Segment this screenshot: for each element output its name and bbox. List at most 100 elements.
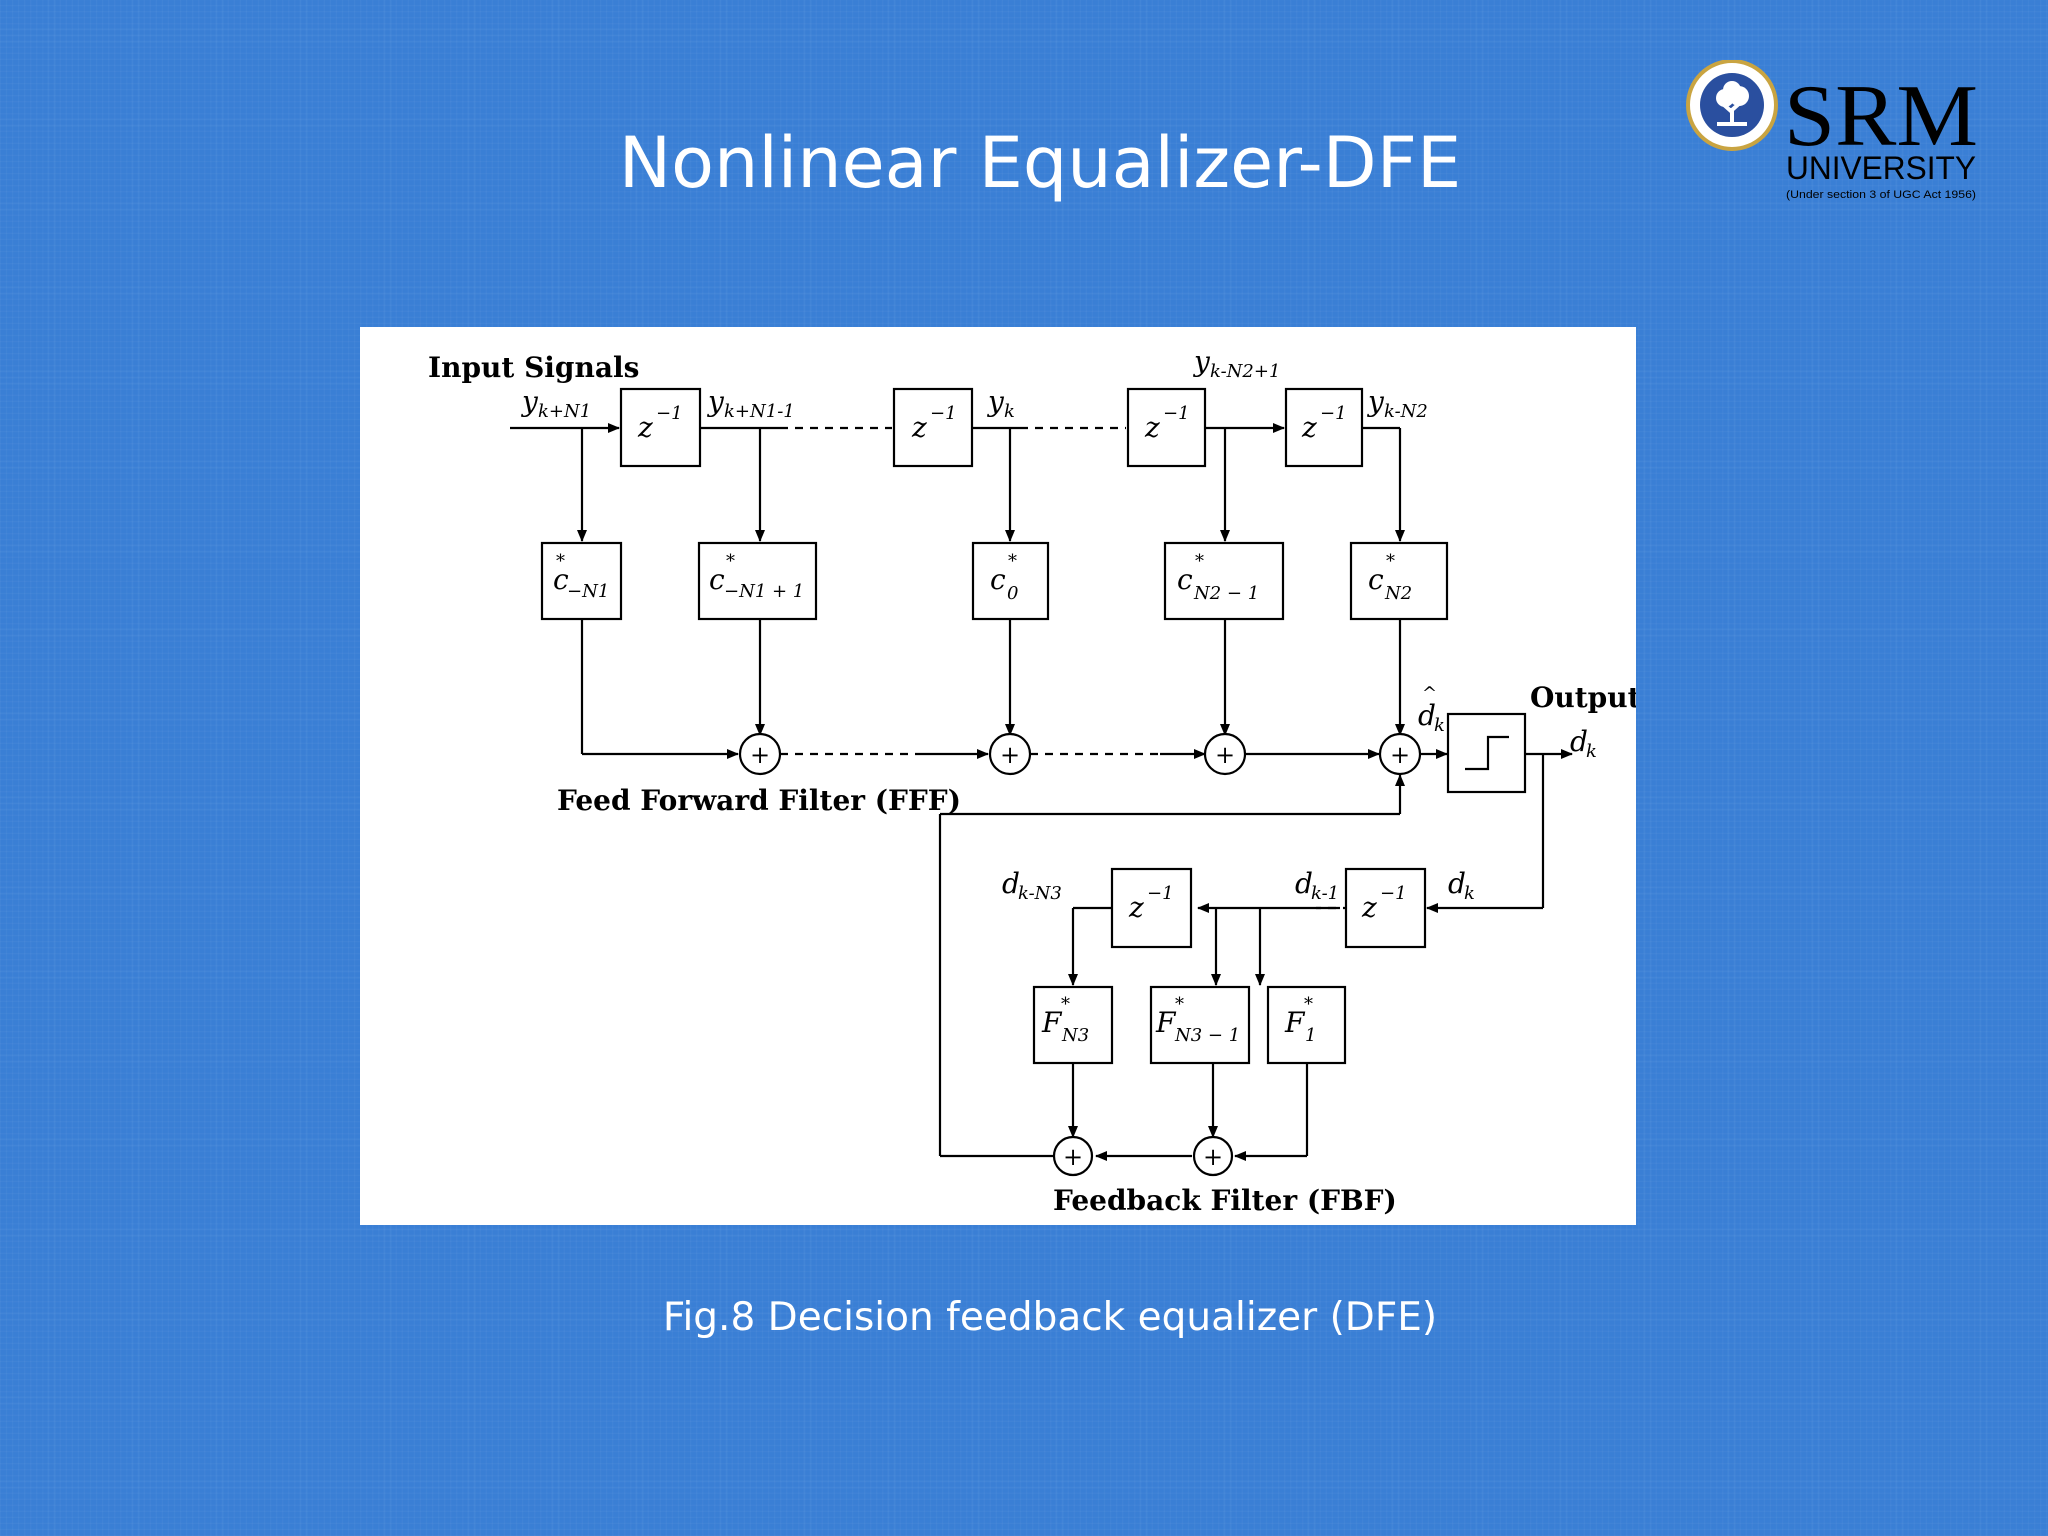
ff-coeff-block: c*N2 − 1 bbox=[1163, 541, 1285, 621]
svg-text:k: k bbox=[1586, 741, 1597, 762]
dfe-diagram-panel: z−1 z−1 z−1 z−1 c*−N1 c*−N1 + 1 c*0 c*N2… bbox=[360, 327, 1641, 1225]
svg-text:*: * bbox=[1304, 994, 1313, 1015]
svg-text:y: y bbox=[986, 385, 1005, 418]
svg-text:−1: −1 bbox=[1380, 883, 1407, 904]
signal-label-d-hat: d^k bbox=[1418, 683, 1445, 736]
fb-coeff-block: F* N3 − 1 bbox=[1149, 985, 1251, 1065]
svg-text:+: + bbox=[1390, 741, 1410, 769]
svg-text:y: y bbox=[1366, 385, 1385, 418]
logo-brand: SRM bbox=[1784, 68, 1978, 165]
signal-label-d-n3: dk-N3 bbox=[1002, 867, 1062, 904]
svg-text:F: F bbox=[1155, 1006, 1177, 1039]
svg-text:z: z bbox=[1128, 891, 1144, 924]
svg-text:−N1 + 1: −N1 + 1 bbox=[724, 581, 804, 602]
svg-text:0: 0 bbox=[1007, 583, 1018, 604]
fff-label: Feed Forward Filter (FFF) bbox=[557, 784, 961, 817]
svg-text:d: d bbox=[1295, 867, 1313, 900]
svg-text:d: d bbox=[1002, 867, 1020, 900]
svg-text:−1: −1 bbox=[1147, 883, 1174, 904]
ff-coeff-block: c*0 bbox=[971, 541, 1050, 621]
svg-text:c: c bbox=[553, 563, 569, 596]
svg-text:−1: −1 bbox=[1320, 403, 1347, 424]
summer-node: + bbox=[1052, 1135, 1094, 1177]
svg-text:z: z bbox=[1361, 891, 1377, 924]
svg-text:1: 1 bbox=[1305, 1025, 1316, 1046]
summer-node: + bbox=[988, 732, 1032, 776]
svg-text:^: ^ bbox=[1422, 683, 1437, 704]
figure-caption: Fig.8 Decision feedback equalizer (DFE) bbox=[662, 1295, 1438, 1340]
svg-text:c: c bbox=[709, 563, 725, 596]
delay-block: z−1 bbox=[1344, 867, 1427, 949]
svg-text:N3: N3 bbox=[1061, 1025, 1089, 1046]
svg-text:N2: N2 bbox=[1384, 583, 1412, 604]
summer-node: + bbox=[1378, 732, 1422, 776]
delay-block: z−1 bbox=[892, 387, 974, 468]
svg-text:−N1: −N1 bbox=[567, 581, 609, 602]
svg-text:*: * bbox=[1386, 551, 1395, 572]
svg-text:−1: −1 bbox=[656, 403, 683, 424]
svg-text:y: y bbox=[706, 385, 725, 418]
svg-text:−1: −1 bbox=[1163, 403, 1190, 424]
svg-text:c: c bbox=[1177, 563, 1193, 596]
logo-tagline: (Under section 3 of UGC Act 1956) bbox=[1786, 189, 1976, 201]
svg-text:d: d bbox=[1570, 725, 1588, 758]
svg-text:d: d bbox=[1448, 867, 1466, 900]
delay-block: z−1 bbox=[1126, 387, 1207, 468]
svg-text:k-N3: k-N3 bbox=[1018, 883, 1062, 904]
summer-node: + bbox=[738, 732, 782, 776]
srm-university-logo: SRM UNIVERSITY (Under section 3 of UGC A… bbox=[1686, 60, 1978, 201]
svg-text:z: z bbox=[911, 411, 927, 444]
signal-label-d-fb-in: dk bbox=[1448, 867, 1475, 904]
svg-text:y: y bbox=[1192, 345, 1211, 378]
svg-text:z: z bbox=[1144, 411, 1160, 444]
fb-coeff-block: F* 1 bbox=[1266, 985, 1347, 1065]
dfe-block-diagram: z−1 z−1 z−1 z−1 c*−N1 c*−N1 + 1 c*0 c*N2… bbox=[428, 345, 1641, 1217]
svg-text:F: F bbox=[1041, 1006, 1063, 1039]
delay-block: z−1 bbox=[1284, 387, 1364, 468]
svg-text:k-N2: k-N2 bbox=[1384, 401, 1428, 422]
ff-coeff-block: c*−N1 bbox=[540, 541, 623, 621]
svg-text:*: * bbox=[556, 551, 565, 572]
summer-node: + bbox=[1192, 1135, 1234, 1177]
svg-text:*: * bbox=[726, 551, 735, 572]
university-seal-icon bbox=[1686, 60, 1778, 151]
svg-text:+: + bbox=[1000, 741, 1020, 769]
output-label: Output bbox=[1530, 681, 1636, 714]
svg-text:k+N1-1: k+N1-1 bbox=[724, 401, 795, 422]
ff-coeff-block: c* −N1 + 1 bbox=[697, 541, 818, 621]
delay-block: z−1 bbox=[619, 387, 702, 468]
svg-text:y: y bbox=[520, 385, 539, 418]
signal-label-d-k1: dk-1 bbox=[1295, 867, 1339, 904]
decision-device bbox=[1446, 712, 1527, 794]
delay-block: z−1 bbox=[1110, 867, 1193, 949]
slide-title: Nonlinear Equalizer-DFE bbox=[618, 122, 1462, 204]
svg-text:k-N2+1: k-N2+1 bbox=[1210, 361, 1280, 382]
svg-text:k+N1: k+N1 bbox=[538, 401, 591, 422]
svg-text:N3 − 1: N3 − 1 bbox=[1174, 1025, 1240, 1046]
svg-text:+: + bbox=[1203, 1143, 1223, 1171]
svg-text:+: + bbox=[1063, 1143, 1083, 1171]
svg-text:−1: −1 bbox=[930, 403, 957, 424]
svg-text:z: z bbox=[1301, 411, 1317, 444]
svg-text:+: + bbox=[1215, 741, 1235, 769]
svg-text:*: * bbox=[1175, 994, 1184, 1015]
svg-text:c: c bbox=[1368, 563, 1384, 596]
svg-text:F: F bbox=[1284, 1006, 1306, 1039]
svg-text:*: * bbox=[1061, 994, 1070, 1015]
fbf-label: Feedback Filter (FBF) bbox=[1053, 1184, 1397, 1217]
svg-text:k-1: k-1 bbox=[1311, 883, 1339, 904]
fb-coeff-block: F* N3 bbox=[1032, 985, 1114, 1065]
wires bbox=[510, 423, 1573, 1161]
svg-text:z: z bbox=[637, 411, 653, 444]
svg-text:k: k bbox=[1004, 401, 1015, 422]
summer-node: + bbox=[1203, 732, 1247, 776]
signal-label-d-out: dk bbox=[1570, 725, 1597, 762]
svg-text:c: c bbox=[990, 563, 1006, 596]
logo-university: UNIVERSITY bbox=[1786, 150, 1976, 186]
svg-text:d: d bbox=[1418, 699, 1436, 732]
svg-text:N2 − 1: N2 − 1 bbox=[1193, 583, 1259, 604]
